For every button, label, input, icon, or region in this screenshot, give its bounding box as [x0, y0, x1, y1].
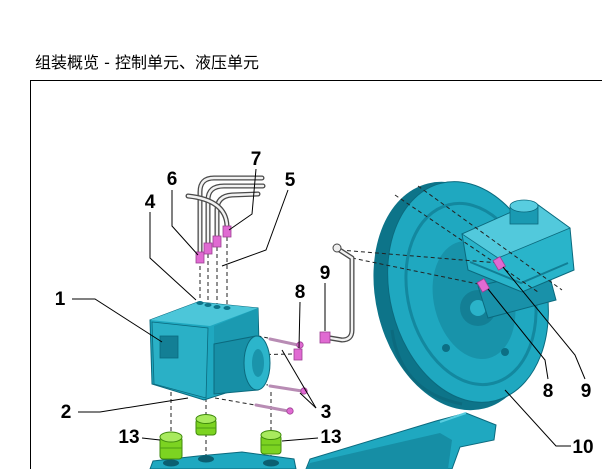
- leader-2: [78, 397, 189, 413]
- leader-1: [72, 298, 163, 343]
- booster-stud: [501, 348, 509, 356]
- leader-13-right: [281, 437, 319, 442]
- support-bracket: [305, 412, 497, 469]
- hydraulic-unit: [149, 301, 271, 401]
- page-title: 组装概览 - 控制单元、液压单元: [35, 53, 259, 72]
- support-bracket-lower: [306, 433, 452, 469]
- union-nut: [222, 225, 232, 238]
- diagram-frame: [30, 80, 602, 469]
- brake-line-tube-inner: [328, 247, 354, 342]
- bolts: [254, 337, 308, 415]
- booster-alignment-lines: [339, 185, 563, 293]
- port: [223, 306, 231, 310]
- mount-top: [159, 431, 183, 443]
- port: [204, 303, 212, 307]
- callout-8-left: 8: [295, 282, 306, 303]
- reservoir-rib: [469, 261, 569, 285]
- alignment-line: [351, 257, 484, 286]
- booster-hub-center: [470, 300, 486, 316]
- callout-4: 4: [145, 192, 156, 213]
- callout-10: 10: [572, 437, 593, 458]
- mount-top: [195, 414, 217, 424]
- alignment-line: [417, 185, 563, 291]
- leader-3b: [299, 392, 317, 409]
- brake-lines-top: [185, 175, 266, 264]
- callout-6: 6: [167, 169, 178, 190]
- alignment-line: [214, 397, 256, 406]
- leader-3a: [281, 349, 317, 409]
- callout-5: 5: [285, 170, 296, 191]
- brake-line-tube-inner: [186, 194, 229, 228]
- callout-3: 3: [321, 402, 332, 423]
- union-nut: [203, 242, 213, 255]
- callout-9-left: 9: [320, 263, 331, 284]
- rubber-mount-right: [260, 430, 282, 455]
- alignment-line: [394, 194, 539, 293]
- rubber-mount-middle: [195, 414, 217, 436]
- bracket-plate: [149, 451, 297, 469]
- leader-8-left: [298, 301, 301, 349]
- pump-motor-end-center: [252, 349, 264, 377]
- bracket-hole: [163, 459, 179, 467]
- brake-line-tube-outer: [327, 246, 355, 343]
- callout-7: 7: [251, 149, 262, 170]
- bolt-shank: [268, 337, 300, 347]
- callout-2: 2: [61, 402, 72, 423]
- leader-lines: [72, 168, 586, 447]
- leader-9-right: [502, 266, 586, 380]
- brake-line-tube-inner: [198, 176, 264, 254]
- hydraulic-unit-top: [150, 302, 258, 326]
- callout-13-right: 13: [320, 427, 341, 448]
- port: [196, 301, 204, 305]
- reservoir-cap-top: [509, 199, 539, 213]
- rubber-mount-left: [159, 431, 183, 460]
- leader-8-right: [487, 288, 549, 380]
- bracket-hole: [198, 455, 214, 463]
- booster-shade: [390, 329, 463, 406]
- mount-top: [260, 430, 282, 440]
- leader-13-left: [141, 437, 161, 441]
- control-unit-connector: [159, 335, 179, 359]
- brake-line-end: [332, 243, 342, 253]
- union-nut-8: [293, 348, 303, 361]
- brake-fluid-reservoir: [461, 199, 575, 293]
- booster-stud: [442, 344, 450, 352]
- bolt-head: [296, 341, 304, 349]
- union-nut: [212, 235, 222, 248]
- callout-13-left: 13: [118, 427, 139, 448]
- bolt-head: [286, 407, 294, 415]
- leader-10: [504, 389, 571, 447]
- callouts: 1 2 3 4 5 6 7 8 8 9 9 10 13 13: [55, 149, 594, 458]
- brake-line-master-cylinder: [293, 243, 355, 361]
- port: [213, 305, 221, 309]
- valve-block-rear: [214, 308, 258, 344]
- hydraulic-unit-bracket: [149, 451, 297, 469]
- bracket-hole: [263, 459, 279, 467]
- callout-8-right: 8: [543, 381, 554, 402]
- leader-7: [228, 168, 257, 231]
- support-bracket-edge: [439, 412, 467, 423]
- leader-6: [171, 190, 199, 256]
- brake-line-tube-inner: [215, 192, 260, 238]
- master-cylinder-fitting-lower: [476, 278, 491, 293]
- leader-5: [221, 189, 289, 267]
- callout-9-right: 9: [581, 381, 592, 402]
- leader-4: [149, 212, 197, 301]
- alignment-line: [339, 249, 500, 264]
- union-nut-9: [319, 331, 331, 344]
- bolt-shank: [268, 384, 304, 393]
- callout-1: 1: [55, 289, 66, 310]
- union-nut: [195, 251, 205, 264]
- bolt-shank: [254, 403, 290, 413]
- master-cylinder-fitting-upper: [492, 256, 507, 271]
